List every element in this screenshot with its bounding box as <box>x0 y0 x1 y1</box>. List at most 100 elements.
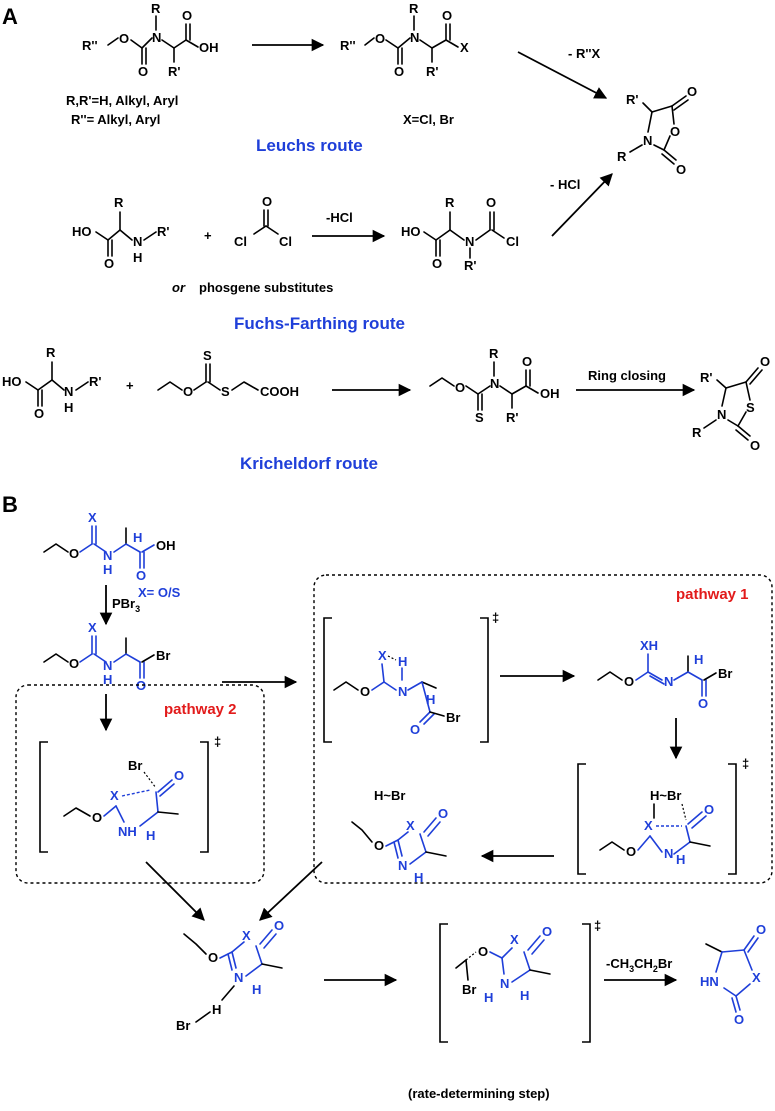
svg-text:H: H <box>520 988 529 1003</box>
pathway-1-transition-state-1: ‡ O X H N H O Br <box>323 610 499 743</box>
svg-text:N: N <box>103 658 112 673</box>
svg-text:X: X <box>460 40 469 55</box>
note-phosgene-substitutes: phosgene substitutes <box>199 280 333 295</box>
svg-text:X: X <box>242 928 251 943</box>
svg-text:S: S <box>746 400 755 415</box>
svg-text:H: H <box>252 982 261 997</box>
svg-text:‡: ‡ <box>594 918 601 933</box>
svg-text:OH: OH <box>156 538 176 553</box>
svg-text:Cl: Cl <box>279 234 292 249</box>
svg-text:O: O <box>542 924 552 939</box>
svg-text:X: X <box>644 818 653 833</box>
svg-text:N: N <box>398 684 407 699</box>
svg-text:Br: Br <box>462 982 476 997</box>
svg-text:N: N <box>64 384 73 399</box>
svg-text:‡: ‡ <box>742 756 749 771</box>
svg-text:R': R' <box>157 224 169 239</box>
svg-text:Br: Br <box>446 710 460 725</box>
phosgene: O Cl Cl <box>234 194 292 249</box>
svg-text:R: R <box>489 346 499 361</box>
pathway-2-transition-state: ‡ Br O X NH O H <box>39 734 221 853</box>
svg-text:O: O <box>69 546 79 561</box>
b-starting-acid: O X N H H O OH <box>43 510 176 583</box>
svg-text:HN: HN <box>700 974 719 989</box>
pathway-1-box <box>313 574 773 884</box>
svg-text:O: O <box>522 354 532 369</box>
svg-text:COOH: COOH <box>260 384 299 399</box>
svg-text:O: O <box>182 8 192 23</box>
plus-sign: + <box>204 228 212 243</box>
reaction-arrow-leuchs <box>517 51 608 99</box>
reagent-minus-hcl: - HCl <box>550 177 580 192</box>
reaction-arrow-fuchs <box>551 173 613 237</box>
pathway-2-box <box>15 684 265 884</box>
svg-text:R': R' <box>89 374 101 389</box>
svg-text:Br: Br <box>176 1018 190 1033</box>
svg-text:O: O <box>34 406 44 421</box>
pathway-1-oxazolone: O X N O H <box>351 806 448 885</box>
svg-text:H: H <box>133 250 142 265</box>
note-x-halide: X=Cl, Br <box>403 112 454 127</box>
reagent-pbr3: PBr3 <box>112 596 140 614</box>
panel-label-a: A <box>2 4 18 29</box>
svg-text:N: N <box>490 376 499 391</box>
svg-text:O: O <box>478 944 488 959</box>
svg-text:R': R' <box>168 64 180 79</box>
svg-text:O: O <box>676 162 686 177</box>
svg-text:HO: HO <box>2 374 22 389</box>
fuchs-carbamoyl-chloride: HO O R N R' O Cl <box>401 195 519 273</box>
leuchs-urethane-acid: R'' O O N R R' O OH <box>82 1 219 79</box>
reagent-minus-ethyl-bromide: -CH3CH2Br <box>606 956 672 974</box>
svg-text:O: O <box>756 922 766 937</box>
note-rate-determining-step: (rate-determining step) <box>408 1086 550 1101</box>
svg-text:O: O <box>698 696 708 711</box>
svg-text:‡: ‡ <box>214 734 221 749</box>
svg-text:O: O <box>734 1012 744 1027</box>
svg-text:OH: OH <box>540 386 560 401</box>
svg-text:O: O <box>760 354 770 369</box>
svg-text:H: H <box>212 1002 221 1017</box>
reagent-minus-r2x: - R''X <box>568 46 601 61</box>
leuchs-acyl-halide: R'' O O N R R' O X <box>340 1 469 79</box>
svg-text:R': R' <box>426 64 438 79</box>
svg-text:O: O <box>174 768 184 783</box>
svg-text:R: R <box>617 149 627 164</box>
svg-text:O: O <box>208 950 218 965</box>
final-nca-product: O X HN O <box>700 922 766 1027</box>
reagent-ring-closing: Ring closing <box>588 368 666 383</box>
route-kricheldorf: Kricheldorf route <box>240 454 378 473</box>
svg-text:O: O <box>92 810 102 825</box>
svg-text:‡: ‡ <box>492 610 499 625</box>
svg-text:H: H <box>694 652 703 667</box>
svg-text:O: O <box>687 84 697 99</box>
svg-text:Cl: Cl <box>506 234 519 249</box>
route-fuchs-farthing: Fuchs-Farthing route <box>234 314 405 333</box>
svg-text:HO: HO <box>401 224 421 239</box>
svg-text:X: X <box>88 620 97 635</box>
svg-text:N: N <box>103 548 112 563</box>
route-leuchs: Leuchs route <box>256 136 363 155</box>
svg-text:H: H <box>398 654 407 669</box>
note-r2-substituents: R''= Alkyl, Aryl <box>71 112 160 127</box>
svg-text:X: X <box>510 932 519 947</box>
svg-text:X: X <box>752 970 761 985</box>
svg-text:H~Br: H~Br <box>650 788 681 803</box>
pathway-1-transition-state-2: ‡ H~Br O X N O H <box>577 756 749 875</box>
svg-text:H: H <box>676 852 685 867</box>
plus-sign: + <box>126 378 134 393</box>
hbr-byproduct: H~Br <box>374 788 405 803</box>
svg-text:O: O <box>138 64 148 79</box>
rate-determining-transition-state: ‡ O Br X N H O H <box>439 918 601 1043</box>
svg-text:O: O <box>360 684 370 699</box>
reaction-arrow-pathway-2-exit <box>145 861 205 921</box>
svg-text:O: O <box>136 678 146 693</box>
svg-text:N: N <box>133 234 142 249</box>
svg-text:H: H <box>414 870 423 885</box>
svg-text:O: O <box>438 806 448 821</box>
svg-text:O: O <box>183 384 193 399</box>
svg-text:R': R' <box>506 410 518 425</box>
reagent-minus-hcl-top: -HCl <box>326 210 353 225</box>
svg-text:O: O <box>374 838 384 853</box>
b-acyl-bromide: O X N H O Br <box>43 620 170 693</box>
nca-product: R' O O N R O <box>617 84 697 177</box>
